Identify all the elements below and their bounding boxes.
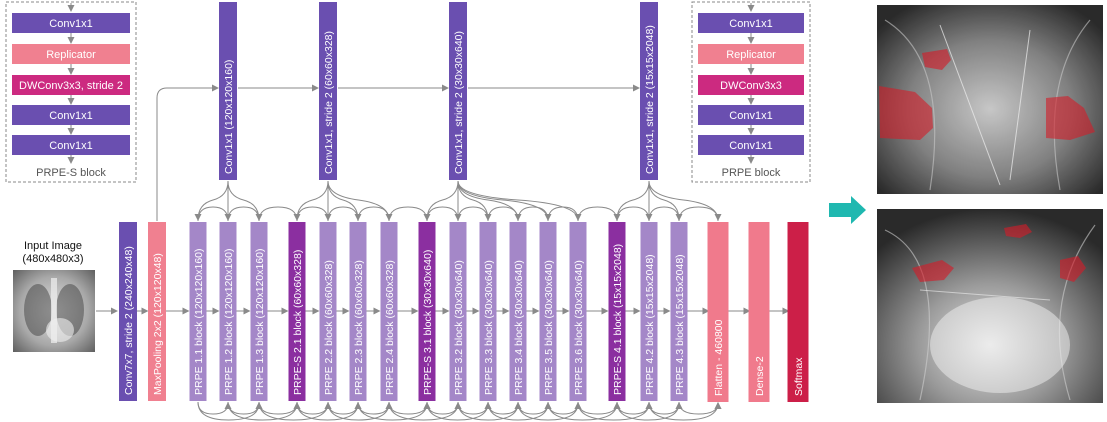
highlight-region xyxy=(1060,256,1086,282)
pipeline-block xyxy=(349,222,367,401)
legend-layer-box xyxy=(698,13,804,33)
pipeline-block-label: Softmax xyxy=(793,357,805,396)
legend-layer-box xyxy=(12,135,130,155)
legend-layer-box xyxy=(12,13,130,33)
pipeline-block xyxy=(288,222,306,401)
pipeline-block-label: PRPE 2.2 block (60x60x328) xyxy=(323,260,335,395)
pipeline-block xyxy=(319,222,337,401)
pipeline-block xyxy=(148,222,166,401)
pipeline-block-label: PRPE 3.4 block (30x30x640) xyxy=(513,260,525,395)
legend-layer-label: DWConv3x3, stride 2 xyxy=(19,80,123,92)
pipeline-block xyxy=(449,222,467,401)
input-image-group: Input Image (480x480x3) xyxy=(13,240,95,352)
legend-layer-label: DWConv3x3 xyxy=(720,80,782,92)
pipeline-block-label: PRPE 1.3 block (120x120x160) xyxy=(254,248,266,395)
connection-lines xyxy=(67,3,790,421)
pipeline-block xyxy=(707,222,729,402)
pipeline-block-label: MaxPooling 2x2 (120x120x48) xyxy=(152,253,164,395)
pipeline-block xyxy=(479,222,497,401)
pipeline-block-label: PRPE-S 2.1 block (60x60x328) xyxy=(292,250,304,395)
pipeline-block xyxy=(569,222,587,401)
highlight-region xyxy=(879,86,933,140)
shortcut-conv-box xyxy=(449,2,467,180)
output-xray-top xyxy=(877,5,1103,194)
input-image-title: Input Image xyxy=(24,240,82,252)
highlight-region xyxy=(922,49,951,70)
pipeline-block xyxy=(748,222,770,402)
prpe-s-block-caption: PRPE-S block xyxy=(36,167,106,179)
input-image-size: (480x480x3) xyxy=(22,253,83,265)
pipeline-block-label: Flatten - 460800 xyxy=(713,319,725,396)
pipeline-block-label: PRPE 2.4 block (60x60x328) xyxy=(384,260,396,395)
legend-layer-label: Conv1x1 xyxy=(49,140,92,152)
pipeline-block xyxy=(250,222,268,401)
legend-layer-label: Conv1x1 xyxy=(729,110,772,122)
legend-layer-label: Conv1x1 xyxy=(729,18,772,30)
pipeline-block-label: PRPE 3.5 block (30x30x640) xyxy=(543,260,555,395)
pipeline-block xyxy=(787,222,809,402)
shortcut-conv-label: Conv1x1, stride 2 (30x30x640) xyxy=(453,31,465,174)
pipeline-block-label: PRPE 3.2 block (30x30x640) xyxy=(453,260,465,395)
pipeline-block-label: PRPE 1.2 block (120x120x160) xyxy=(223,248,235,395)
legend-layer-label: Conv1x1 xyxy=(49,18,92,30)
legend-layer-box xyxy=(12,75,130,95)
shortcut-conv-label: Conv1x1 (120x120x160) xyxy=(223,60,235,174)
prpe-block-legend: Conv1x1ReplicatorDWConv3x3Conv1x1Conv1x1… xyxy=(691,1,811,183)
result-arrow-icon xyxy=(829,196,866,224)
legend-layer-box xyxy=(12,44,130,64)
pipeline-block xyxy=(670,222,688,401)
output-xray-bottom xyxy=(877,209,1103,403)
pipeline-block-label: PRPE-S 4.1 block (15x15x2048) xyxy=(612,244,624,395)
shortcut-conv-box xyxy=(319,2,337,180)
legend-layer-label: Replicator xyxy=(726,49,776,61)
pipeline-block-label: PRPE 2.3 block (60x60x328) xyxy=(353,260,365,395)
pipeline-block xyxy=(119,222,137,401)
pipeline-block-label: Conv7x7, stride 2 (240x240x48) xyxy=(123,246,135,395)
legend-layer-box xyxy=(698,105,804,125)
shortcut-conv-label: Conv1x1, stride 2 (60x60x328) xyxy=(323,31,335,174)
pipeline-block-label: PRPE 3.6 block (30x30x640) xyxy=(573,260,585,395)
pipeline-block xyxy=(219,222,237,401)
input-xray-image xyxy=(13,270,95,352)
pipeline-block xyxy=(418,222,436,401)
pipeline-block xyxy=(380,222,398,401)
pipeline-block xyxy=(189,222,207,401)
pipeline-block-label: PRPE-S 3.1 block (30x30x640) xyxy=(422,250,434,395)
pipeline-block xyxy=(640,222,658,401)
legend-layer-box xyxy=(698,135,804,155)
pipeline-block xyxy=(608,222,626,401)
legend-layer-box xyxy=(698,44,804,64)
pipeline-block-label: PRPE 4.3 block (15x15x2048) xyxy=(674,254,686,395)
legend-layer-box xyxy=(698,75,804,95)
shortcut-conv-box xyxy=(640,2,658,180)
pipeline-block xyxy=(509,222,527,401)
legend-layer-label: Conv1x1 xyxy=(729,140,772,152)
legend-layer-label: Replicator xyxy=(46,49,96,61)
pipeline-block-label: Dense-2 xyxy=(754,356,766,396)
pipeline-block-label: PRPE 4.2 block (15x15x2048) xyxy=(644,254,656,395)
highlight-region xyxy=(1046,96,1095,140)
pipeline-block-label: PRPE 3.3 block (30x30x640) xyxy=(483,260,495,395)
shortcut-conv-label: Conv1x1, stride 2 (15x15x2048) xyxy=(644,25,656,174)
shortcut-conv-boxes: Conv1x1 (120x120x160) Conv1x1, stride 2 (… xyxy=(219,2,658,180)
highlight-region xyxy=(1004,224,1032,238)
prpe-block-caption: PRPE block xyxy=(722,167,781,179)
highlight-region xyxy=(912,260,954,282)
legend-layer-label: Conv1x1 xyxy=(49,110,92,122)
legend-layer-box xyxy=(12,105,130,125)
shortcut-conv-box xyxy=(219,2,237,180)
pipeline-block xyxy=(539,222,557,401)
pipeline: Conv7x7, stride 2 (240x240x48) MaxPooling… xyxy=(119,222,809,402)
pipeline-block-label: PRPE 1.1 block (120x120x160) xyxy=(193,248,205,395)
